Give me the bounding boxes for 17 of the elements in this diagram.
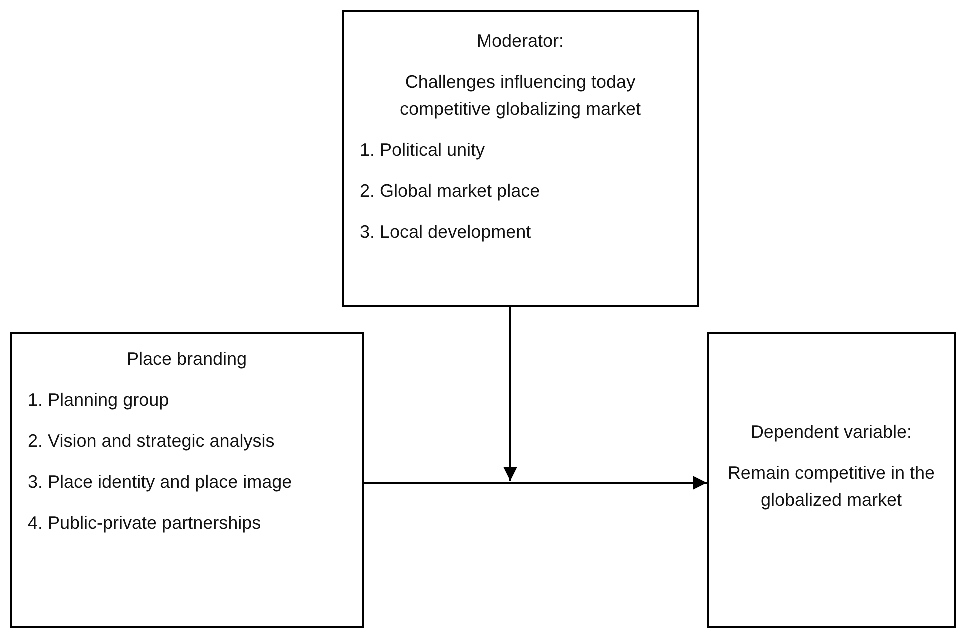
list-item: 1. Political unity bbox=[360, 139, 486, 162]
list-item: 3. Local development bbox=[360, 221, 532, 244]
list-item: 3. Place identity and place image bbox=[28, 471, 294, 494]
box-heading: Dependent variable: bbox=[750, 420, 914, 444]
variable-box bbox=[10, 332, 364, 628]
arrow bbox=[504, 307, 518, 481]
list-item: 2. Vision and strategic analysis bbox=[28, 430, 276, 453]
list-item: 2. Global market place bbox=[360, 180, 542, 203]
arrow bbox=[364, 476, 707, 490]
list-item: 1. Planning group bbox=[28, 389, 170, 412]
box-heading: Place branding bbox=[126, 348, 248, 371]
box-text: Remain competitive in the globalized market bbox=[726, 462, 936, 512]
box-text: Challenges influencing today competitive globalizing market bbox=[398, 71, 642, 121]
box-heading: Moderator: bbox=[476, 30, 566, 53]
variable-box bbox=[342, 10, 699, 307]
list-item: 4. Public-private partnerships bbox=[28, 512, 262, 535]
variable-box bbox=[707, 332, 956, 628]
